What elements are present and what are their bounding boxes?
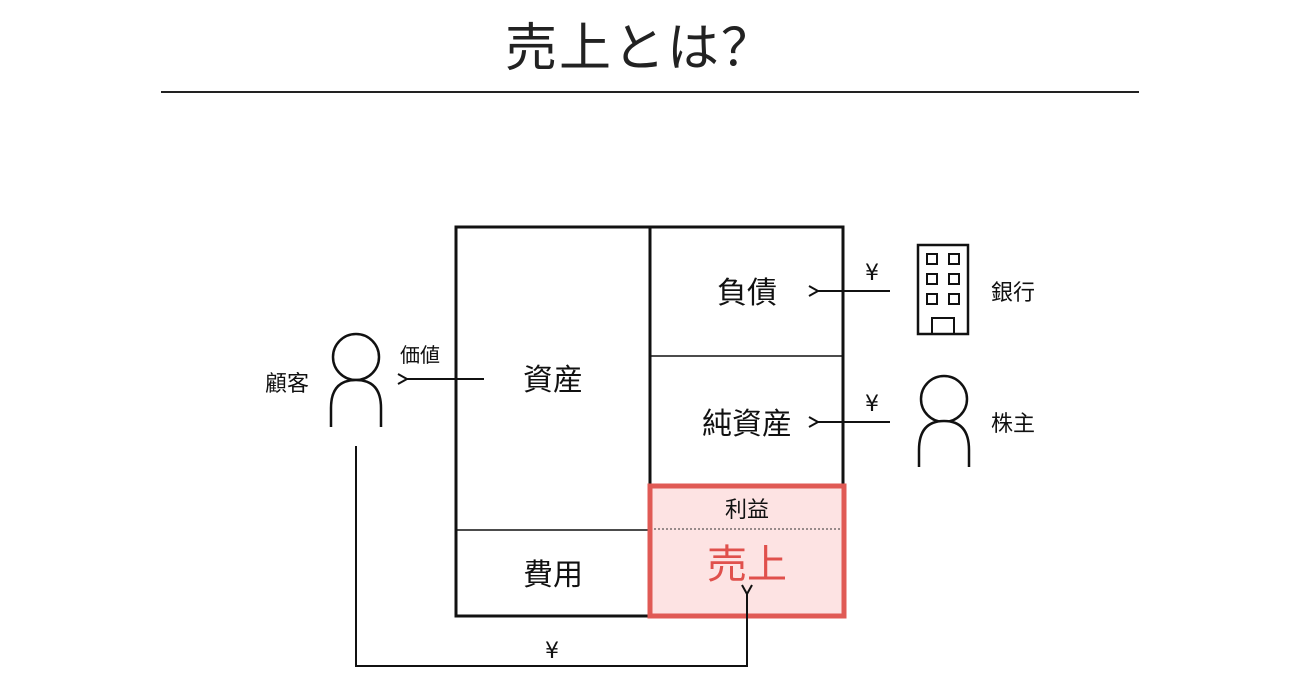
page-title: 売上とは？ [504,19,775,79]
customer-label: 顧客 [265,372,309,397]
customer-payment-arrow [355,446,747,667]
net-assets-label: 純資産 [702,407,792,442]
customer-yen-label: ¥ [545,639,559,664]
customer-person-icon [329,332,383,427]
bank-yen-label: ¥ [865,261,879,286]
bank-label: 銀行 [991,281,1035,306]
title-divider [161,91,1139,93]
shareholder-label: 株主 [991,412,1035,437]
shareholder-yen-label: ¥ [865,392,879,417]
assets-label: 資産 [523,363,583,398]
sales-label: 売上 [707,542,787,588]
expenses-label: 費用 [523,558,583,593]
value-label: 価値 [400,343,440,367]
bank-building-icon [916,243,970,336]
liabilities-label: 負債 [717,276,777,311]
profit-label: 利益 [725,498,769,523]
shareholder-person-icon [917,374,971,467]
